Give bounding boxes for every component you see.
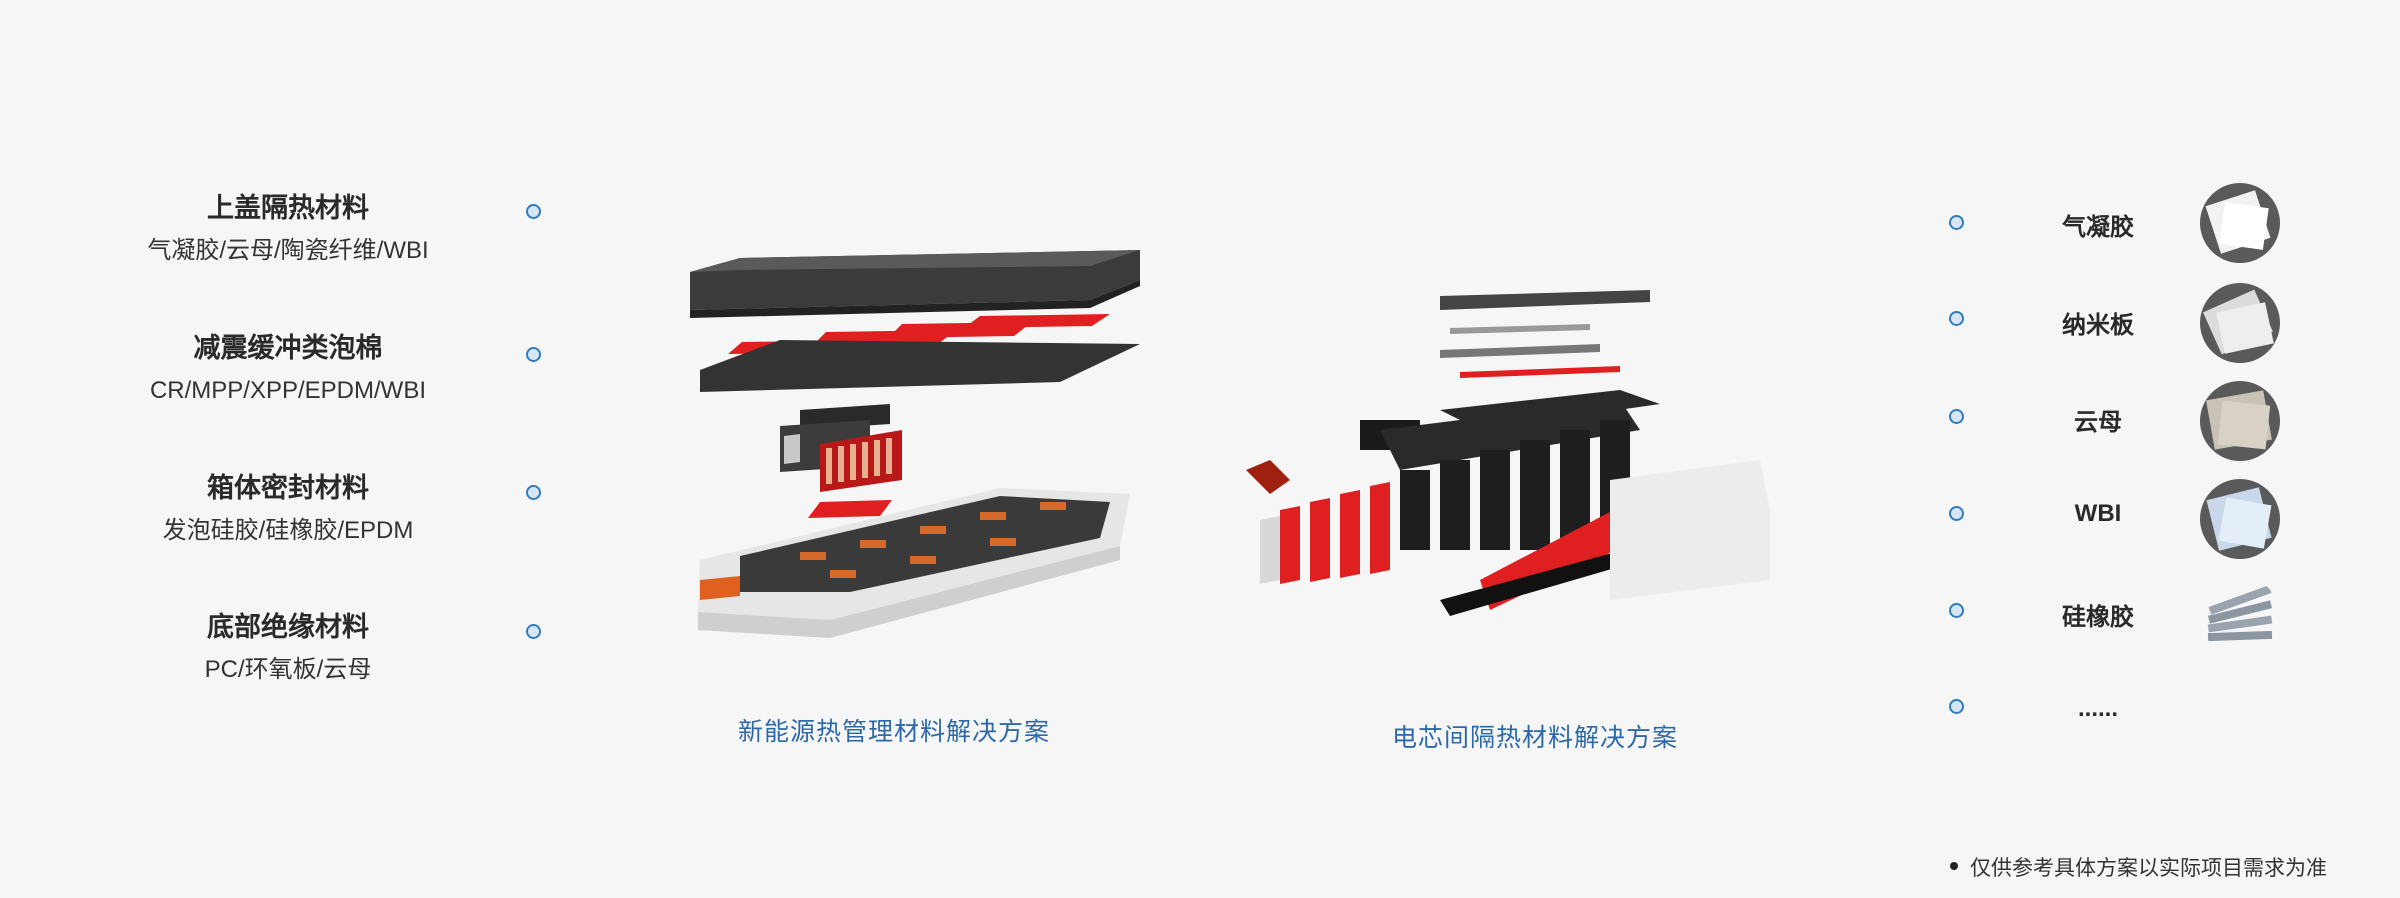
left-item-housing-seal: 箱体密封材料 发泡硅胶/硅橡胶/EPDM — [78, 470, 498, 548]
right-dot-marker — [1949, 215, 1964, 230]
left-dot-marker — [526, 347, 541, 362]
disclaimer-note: 仅供参考具体方案以实际项目需求为准 — [1970, 857, 2327, 880]
left-item-shock-foam: 减震缓冲类泡棉 CR/MPP/XPP/EPDM/WBI — [78, 330, 498, 408]
aerogel-sample-icon — [2200, 183, 2280, 263]
note-bullet — [1950, 862, 1958, 870]
battery-pack-exploded-illustration — [690, 250, 1140, 638]
wbi-sample-icon — [2200, 479, 2280, 559]
left-dot-marker — [526, 485, 541, 500]
left-item-subtitle: 发泡硅胶/硅橡胶/EPDM — [162, 517, 414, 544]
left-item-bottom-insulation: 底部绝缘材料 PC/环氧板/云母 — [78, 609, 498, 687]
left-item-title: 上盖隔热材料 — [207, 193, 369, 223]
left-item-subtitle: 气凝胶/云母/陶瓷纤维/WBI — [147, 237, 429, 264]
material-label-silicone-rubber: 硅橡胶 — [2062, 604, 2134, 631]
caption-cell-insulation: 电芯间隔热材料解决方案 — [1392, 724, 1679, 752]
material-label-nano-board: 纳米板 — [2062, 312, 2134, 339]
material-label-wbi: WBI — [2074, 500, 2122, 527]
silicone-rubber-sample-icon — [2200, 576, 2280, 656]
right-dot-marker — [1949, 603, 1964, 618]
left-item-top-cover-insulation: 上盖隔热材料 气凝胶/云母/陶瓷纤维/WBI — [78, 190, 498, 268]
left-item-title: 箱体密封材料 — [207, 473, 369, 503]
right-dot-marker — [1949, 311, 1964, 326]
cell-insulation-exploded-illustration — [1246, 290, 1770, 616]
left-dot-marker — [526, 624, 541, 639]
right-dot-marker — [1949, 699, 1964, 714]
left-item-title: 底部绝缘材料 — [207, 612, 369, 642]
left-item-subtitle: PC/环氧板/云母 — [204, 656, 372, 683]
material-label-aerogel: 气凝胶 — [2062, 214, 2134, 241]
nano-board-sample-icon — [2200, 283, 2280, 363]
right-dot-marker — [1949, 506, 1964, 521]
mica-sample-icon — [2200, 381, 2280, 461]
left-dot-marker — [526, 204, 541, 219]
left-item-subtitle: CR/MPP/XPP/EPDM/WBI — [149, 377, 427, 404]
caption-thermal-management: 新能源热管理材料解决方案 — [738, 718, 1051, 746]
material-label-mica: 云母 — [2074, 409, 2122, 436]
material-label-more: ...... — [2077, 695, 2118, 722]
right-dot-marker — [1949, 409, 1964, 424]
left-item-title: 减震缓冲类泡棉 — [193, 333, 383, 363]
